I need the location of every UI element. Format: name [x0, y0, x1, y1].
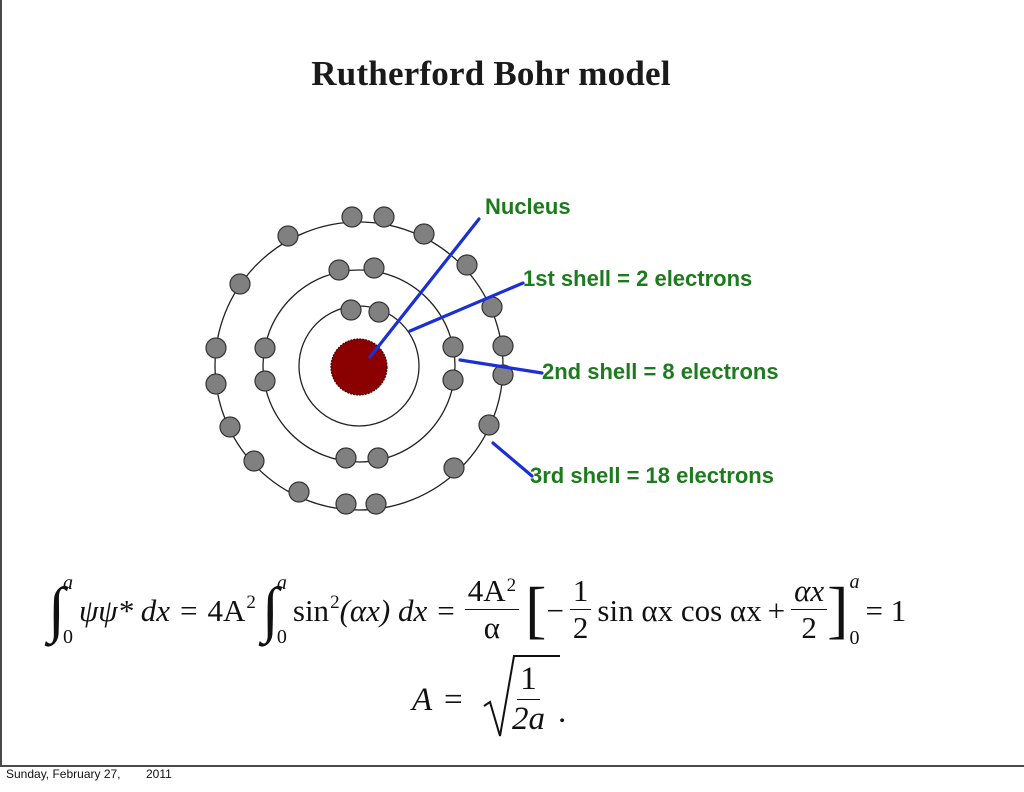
fraction-denominator: α — [483, 610, 501, 646]
electron-shell-2 — [367, 447, 389, 469]
electron-shell-1 — [340, 299, 362, 321]
result: = 1 — [865, 592, 907, 628]
integral-1-lower: 0 — [62, 626, 73, 648]
sqrt-numerator: 1 — [517, 662, 540, 700]
electron-shell-3 — [277, 225, 299, 247]
integral-sign-1: ∫ — [48, 576, 65, 644]
electron-shell-3 — [243, 450, 265, 472]
coefficient-base: 4A — [207, 592, 246, 628]
integral-2-upper: a — [276, 572, 287, 594]
integral-2: ∫ a 0 — [262, 573, 287, 647]
electron-shell-2 — [254, 337, 276, 359]
period: . — [558, 694, 567, 730]
pointer-shell-3 — [491, 441, 534, 478]
electron-shell-3 — [229, 273, 251, 295]
label-shell-3: 3rd shell = 18 electrons — [530, 463, 774, 488]
numerator-exp: 2 — [506, 574, 517, 596]
integral-sign-2: ∫ — [261, 576, 279, 644]
alphax-numerator: αx — [791, 574, 828, 611]
label-nucleus: Nucleus — [485, 194, 571, 219]
fraction-half: 1 2 — [569, 574, 592, 646]
electron-shell-3 — [373, 206, 395, 228]
bracket-right: ] — [827, 574, 849, 645]
sin-exp: 2 — [330, 591, 340, 613]
eval-limits: a 0 — [849, 572, 859, 648]
integral-2-limits: a 0 — [277, 573, 287, 647]
integral-1-upper: a — [62, 572, 73, 594]
alphax-denominator: 2 — [801, 610, 817, 646]
pointer-shell-1 — [408, 281, 525, 333]
electron-shell-3 — [288, 481, 310, 503]
bracket-left: [ — [525, 574, 547, 645]
electron-shell-2 — [442, 336, 464, 358]
equals-1: = — [180, 592, 198, 628]
lhs-A: A — [412, 682, 433, 718]
footer-date-line: Sunday, February 27, — [6, 767, 121, 781]
electron-shell-3 — [219, 416, 241, 438]
fraction-numerator: 4A2 — [464, 572, 520, 611]
slide-title: Rutherford Bohr model — [311, 54, 671, 93]
label-shell-2: 2nd shell = 8 electrons — [542, 359, 779, 384]
integral-2-lower: 0 — [276, 626, 287, 648]
half-denominator: 2 — [572, 610, 589, 646]
electron-shell-3 — [492, 364, 514, 386]
electron-shell-2 — [442, 369, 464, 391]
label-shell-1: 1st shell = 2 electrons — [523, 266, 753, 291]
fraction-1-over-2a: 1 2a — [512, 662, 545, 737]
sqrt-sign — [483, 655, 560, 737]
fraction-4a2-over-alpha: 4A2 α — [464, 572, 520, 646]
electrons — [205, 206, 514, 515]
coefficient-exp: 2 — [246, 591, 256, 613]
electron-shell-3 — [341, 206, 363, 228]
equation-a-value: A = 1 2a . — [412, 654, 592, 744]
eval-upper: a — [849, 571, 860, 593]
electron-shell-3 — [443, 457, 465, 479]
sin-arg: (αx) dx — [339, 592, 428, 628]
sin-func: sin — [292, 592, 330, 628]
half-numerator: 1 — [569, 574, 592, 611]
footer-date: Sunday, February 27, 2011 — [6, 767, 172, 792]
plus-sign: + — [767, 592, 786, 628]
equation-normalization: ∫ a 0 ψψ* dx = 4A2 ∫ a 0 sin2(αx) dx = 4… — [48, 562, 906, 658]
pointer-shell-2 — [458, 358, 544, 375]
integrand-2: sin2(αx) dx — [292, 591, 428, 628]
electron-shell-2 — [363, 257, 385, 279]
electron-shell-2 — [328, 259, 350, 281]
pointer-lines — [368, 217, 544, 478]
integral-1: ∫ a 0 — [48, 573, 73, 647]
fraction-alphax-over-2: αx 2 — [791, 574, 828, 646]
electron-shell-3 — [205, 337, 227, 359]
electron-shell-3 — [478, 414, 500, 436]
trig-term: sin αx cos αx — [597, 592, 762, 628]
electron-shell-3 — [365, 493, 387, 515]
electron-shell-3 — [413, 223, 435, 245]
pointer-nucleus — [368, 217, 481, 359]
eval-lower: 0 — [849, 627, 860, 649]
electron-shell-2 — [335, 447, 357, 469]
minus-sign: − — [546, 592, 564, 628]
electron-shell-3 — [205, 373, 227, 395]
numerator-base: 4A — [467, 572, 506, 608]
slide: Rutherford Bohr model Nucleus 1st shell … — [0, 0, 1024, 767]
electron-shell-3 — [492, 335, 514, 357]
electron-shell-2 — [254, 370, 276, 392]
electron-shell-3 — [456, 254, 478, 276]
coefficient: 4A2 — [207, 591, 256, 628]
equals-2: = — [437, 592, 455, 628]
footer-year-line: 2011 — [146, 767, 172, 781]
equals-sign: = — [444, 682, 463, 718]
sqrt-denominator: 2a — [512, 700, 545, 737]
bohr-atom-diagram — [205, 206, 544, 515]
integrand-1: ψψ* dx — [78, 592, 171, 628]
electron-shell-3 — [335, 493, 357, 515]
orbit-shell-2 — [262, 269, 456, 463]
electron-shell-1 — [368, 301, 390, 323]
integral-1-limits: a 0 — [63, 573, 73, 647]
